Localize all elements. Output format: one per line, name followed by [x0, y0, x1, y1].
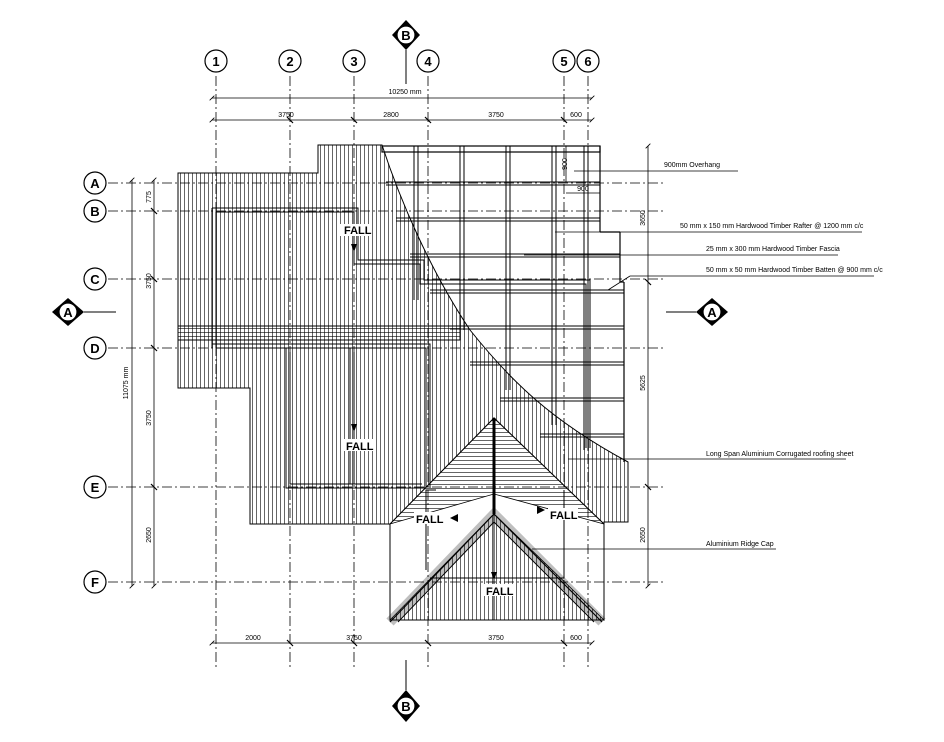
overall-width: 10250 mm	[388, 89, 421, 96]
svg-text:2: 2	[286, 54, 293, 69]
leader-lines	[524, 170, 874, 550]
top-span-2: 2800	[383, 112, 399, 119]
svg-text:F: F	[91, 575, 99, 590]
grid-bubble-f: F	[83, 570, 107, 594]
section-marker-a-right: A	[666, 298, 728, 326]
note-roofing: Long Span Aluminium Corrugated roofing s…	[706, 451, 854, 458]
right-span-2: 5625	[640, 375, 647, 391]
roof-framing-grid	[381, 145, 625, 462]
grid-bubble-d: D	[83, 336, 107, 360]
section-marker-b-bottom: B	[392, 660, 420, 722]
svg-text:A: A	[63, 305, 73, 320]
section-marker-b-top: B	[392, 20, 420, 84]
grid-bubble-5: 5	[552, 49, 576, 73]
svg-text:FALL: FALL	[346, 441, 374, 453]
fall-label-3: FALL	[414, 512, 458, 526]
fall-label-2: FALL	[344, 424, 374, 453]
right-span-1: 3650	[640, 210, 647, 226]
overall-depth: 11075 mm	[123, 367, 130, 400]
note-fascia: 25 mm x 300 mm Hardwood Timber Fascia	[706, 246, 840, 253]
grid-bubble-2: 2	[278, 49, 302, 73]
grid-bubble-c: C	[83, 267, 107, 291]
left-span-3: 3750	[146, 410, 153, 426]
grid-bubble-4: 4	[416, 49, 440, 73]
note-ridge: Aluminium Ridge Cap	[706, 541, 774, 548]
bottom-span-2: 3750	[346, 635, 362, 642]
fall-label-1: FALL	[340, 224, 372, 252]
note-batten: 50 mm x 50 mm Hardwood Timber Batten @ 9…	[706, 267, 883, 274]
left-span-1: 775	[146, 191, 153, 203]
note-rafter: 50 mm x 150 mm Hardwood Timber Rafter @ …	[680, 223, 864, 230]
svg-text:FALL: FALL	[344, 225, 372, 237]
svg-text:D: D	[90, 341, 99, 356]
right-span-3: 2650	[640, 527, 647, 543]
top-span-4: 600	[570, 112, 582, 119]
section-marker-a-left: A	[52, 298, 116, 326]
bottom-span-3: 3750	[488, 635, 504, 642]
svg-text:A: A	[90, 176, 100, 191]
grid-bubble-1: 1	[204, 49, 228, 73]
svg-text:FALL: FALL	[550, 510, 578, 522]
left-span-4: 2650	[146, 527, 153, 543]
fall-label-5: FALL	[484, 572, 514, 598]
note-overhang: 900mm Overhang	[664, 162, 720, 169]
svg-text:E: E	[91, 480, 100, 495]
svg-text:6: 6	[584, 54, 591, 69]
section-markers: A A B B	[52, 20, 728, 722]
overhang-vertical-dim: 900	[562, 158, 569, 170]
svg-text:B: B	[401, 28, 410, 43]
grid-lines	[108, 76, 664, 668]
dimension-texts: 10250 mm 3750 2800 3750 600 2000 3750 37…	[123, 89, 647, 642]
annotation-notes: 900mm Overhang 50 mm x 150 mm Hardwood T…	[664, 162, 883, 548]
roof-sheeting	[177, 144, 629, 626]
svg-text:A: A	[707, 305, 717, 320]
grid-bubble-e: E	[83, 475, 107, 499]
grid-bubble-b: B	[83, 199, 107, 223]
bottom-span-1: 2000	[245, 635, 261, 642]
svg-text:1: 1	[212, 54, 219, 69]
svg-text:FALL: FALL	[486, 586, 514, 598]
svg-text:5: 5	[560, 54, 567, 69]
grid-bubble-6: 6	[576, 49, 600, 73]
svg-text:FALL: FALL	[416, 514, 444, 526]
left-span-2: 3750	[146, 273, 153, 289]
fall-labels: FALL FALL FALL FALL FALL	[340, 224, 578, 598]
overhang-horizontal-dim: 900	[577, 186, 589, 193]
grid-bubble-3: 3	[342, 49, 366, 73]
grid-bubble-a: A	[83, 171, 107, 195]
row-bubbles: A B C D E F	[83, 171, 107, 594]
top-span-3: 3750	[488, 112, 504, 119]
fall-label-4: FALL	[537, 506, 578, 522]
svg-text:C: C	[90, 272, 100, 287]
svg-text:4: 4	[424, 54, 432, 69]
svg-text:3: 3	[350, 54, 357, 69]
top-span-1: 3750	[278, 112, 294, 119]
dimension-lines	[132, 98, 652, 647]
svg-text:B: B	[401, 699, 410, 714]
bottom-span-4: 600	[570, 635, 582, 642]
svg-text:B: B	[90, 204, 99, 219]
column-bubbles: 1 2 3 4 5 6	[204, 49, 600, 73]
